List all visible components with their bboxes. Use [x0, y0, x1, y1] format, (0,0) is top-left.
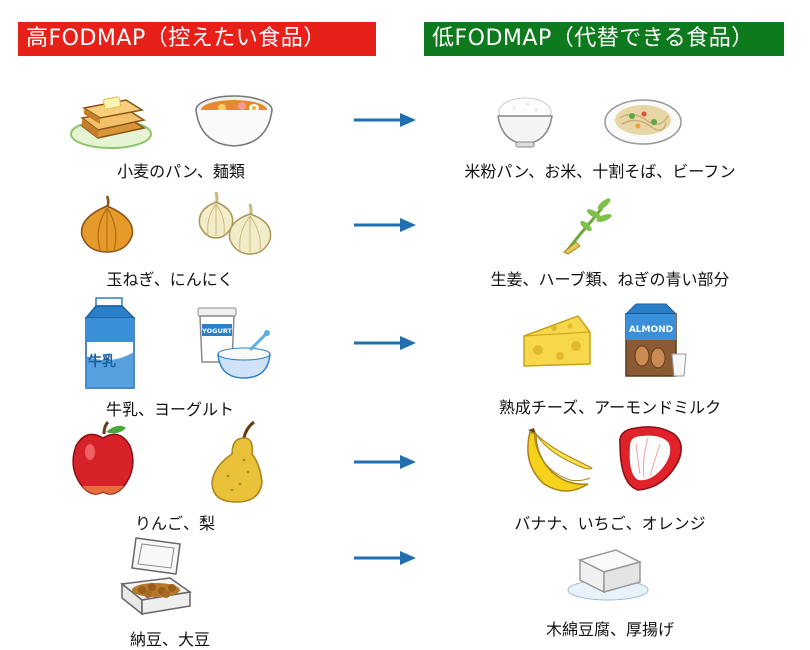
pear-icon — [211, 420, 263, 503]
garlic-icon — [198, 191, 272, 255]
yogurt-icon: YOGURT — [197, 307, 271, 379]
row4-high-label: りんご、梨 — [134, 514, 215, 533]
yogurt-label-text: YOGURT — [201, 327, 232, 335]
row3-arrow-icon — [354, 336, 416, 350]
row5-low-label: 木綿豆腐、厚揚げ — [545, 620, 674, 639]
row1-high-label: 小麦のパン、麺類 — [117, 162, 245, 181]
row4-arrow-icon — [354, 455, 416, 469]
natto-icon — [120, 537, 192, 616]
almond-milk-icon: ALMOND — [624, 303, 687, 377]
row4-low-label: バナナ、いちご、オレンジ — [514, 514, 706, 533]
row1-low-label: 米粉パン、お米、十割そば、ビーフン — [464, 162, 736, 181]
rice-noodles-icon — [604, 99, 682, 145]
onion-icon — [80, 195, 134, 253]
banana-icon — [527, 428, 593, 492]
milk-carton-text: 牛乳 — [88, 353, 116, 370]
row3-low-label: 熟成チーズ、アーモンドミルク — [498, 398, 722, 417]
row5-high-label: 納豆、大豆 — [129, 630, 210, 649]
row2-high-label: 玉ねぎ、にんにく — [106, 270, 234, 289]
row1-arrow-icon — [354, 113, 416, 127]
rice-bowl-icon — [497, 97, 553, 148]
high-fodmap-header: 高FODMAP（控えたい食品） — [18, 22, 376, 56]
noodle-bowl-icon — [195, 95, 273, 147]
toast-icon — [70, 96, 152, 149]
apple-icon — [72, 420, 134, 495]
almond-label-text: ALMOND — [629, 325, 673, 335]
ginger-icon — [563, 198, 612, 255]
row3-high-label: 牛乳、ヨーグルト — [105, 400, 234, 419]
cheese-icon — [523, 315, 591, 367]
row2-low-label: 生姜、ハーブ類、ねぎの青い部分 — [490, 270, 730, 289]
strawberry-icon — [619, 426, 682, 491]
row2-arrow-icon — [354, 218, 416, 232]
tofu-icon — [567, 549, 649, 601]
low-fodmap-header: 低FODMAP（代替できる食品） — [424, 22, 784, 56]
row5-arrow-icon — [354, 551, 416, 565]
milk-carton-icon: 牛乳 — [84, 297, 136, 389]
